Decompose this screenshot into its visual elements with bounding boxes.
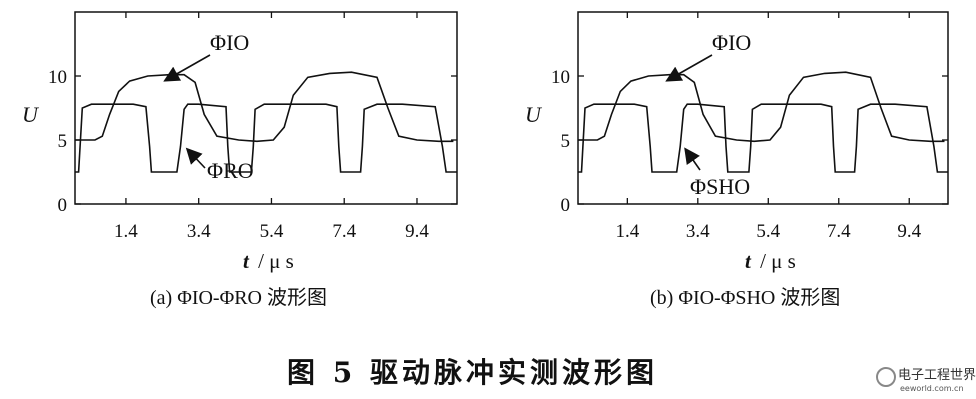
series-line-phi-io-a [75, 71, 454, 143]
x-tick-label: 1.4 [114, 221, 138, 242]
annotation-arrow-phi-io-a [163, 54, 211, 82]
y-tick-label: 0 [58, 195, 68, 216]
panel-a: U 0 5 10 1.4 3.4 5.4 7.4 9.4 ΦIO ΦRO t / μ s (… [22, 11, 458, 309]
x-tick-label: 7.4 [827, 221, 851, 242]
plot-frame-a [74, 11, 458, 205]
x-tick-label: 1.4 [615, 221, 639, 242]
watermark: 电子工程世界 eeworld.com.cn [876, 367, 976, 393]
x-tick-label: 7.4 [332, 221, 356, 242]
series-line-phi-ro-a [75, 103, 457, 173]
annotation-arrow-phi-ro-a [185, 147, 206, 169]
tick-marks-b [578, 12, 948, 205]
annotation-arrow-phi-io-b [665, 54, 713, 82]
annotation-phi-io-a: ΦIO [210, 30, 249, 55]
caption-a: (a) ΦIO-ΦRO 波形图 [150, 286, 327, 309]
x-tick-label: 5.4 [260, 221, 284, 242]
annotation-phi-sho-b: ΦSHO [690, 174, 750, 199]
x-axis-unit-a: / μ s [258, 249, 294, 273]
caption-b: (b) ΦIO-ΦSHO 波形图 [650, 286, 840, 309]
x-tick-label: 3.4 [187, 221, 211, 242]
series-line-phi-sho-b [578, 103, 948, 173]
x-axis-label-b: t / μ s [745, 249, 796, 273]
y-tick-label: 5 [561, 131, 571, 152]
tick-marks-a [75, 12, 457, 205]
watermark-brand: 电子工程世界 [898, 368, 976, 383]
y-tick-label: 10 [551, 67, 570, 88]
y-tick-labels-b: 0 5 10 [551, 67, 570, 216]
annotation-arrow-phi-sho-b [684, 147, 701, 171]
x-tick-label: 9.4 [897, 221, 921, 242]
x-tick-label: 5.4 [756, 221, 780, 242]
x-axis-label-a: t / μ s [243, 249, 294, 273]
x-axis-symbol-a: t [243, 249, 250, 273]
y-tick-label: 10 [48, 67, 67, 88]
figure-title: 图 5 驱动脉冲实测波形图 [287, 356, 658, 389]
y-axis-label-b: U [525, 102, 543, 127]
plot-frame-b [577, 11, 949, 205]
x-axis-unit-b: / μ s [760, 249, 796, 273]
x-axis-symbol-b: t [745, 249, 752, 273]
watermark-site: eeworld.com.cn [900, 384, 964, 393]
series-line-phi-io-b [578, 71, 945, 143]
y-tick-label: 0 [561, 195, 571, 216]
y-axis-label-a: U [22, 102, 40, 127]
x-tick-label: 3.4 [686, 221, 710, 242]
y-tick-labels-a: 0 5 10 [48, 67, 67, 216]
annotation-phi-io-b: ΦIO [712, 30, 751, 55]
annotation-phi-ro-a: ΦRO [207, 158, 254, 183]
x-tick-labels-a: 1.4 3.4 5.4 7.4 9.4 [114, 221, 429, 242]
watermark-logo-icon [876, 367, 896, 387]
x-tick-labels-b: 1.4 3.4 5.4 7.4 9.4 [615, 221, 921, 242]
x-tick-label: 9.4 [405, 221, 429, 242]
y-tick-label: 5 [58, 131, 68, 152]
